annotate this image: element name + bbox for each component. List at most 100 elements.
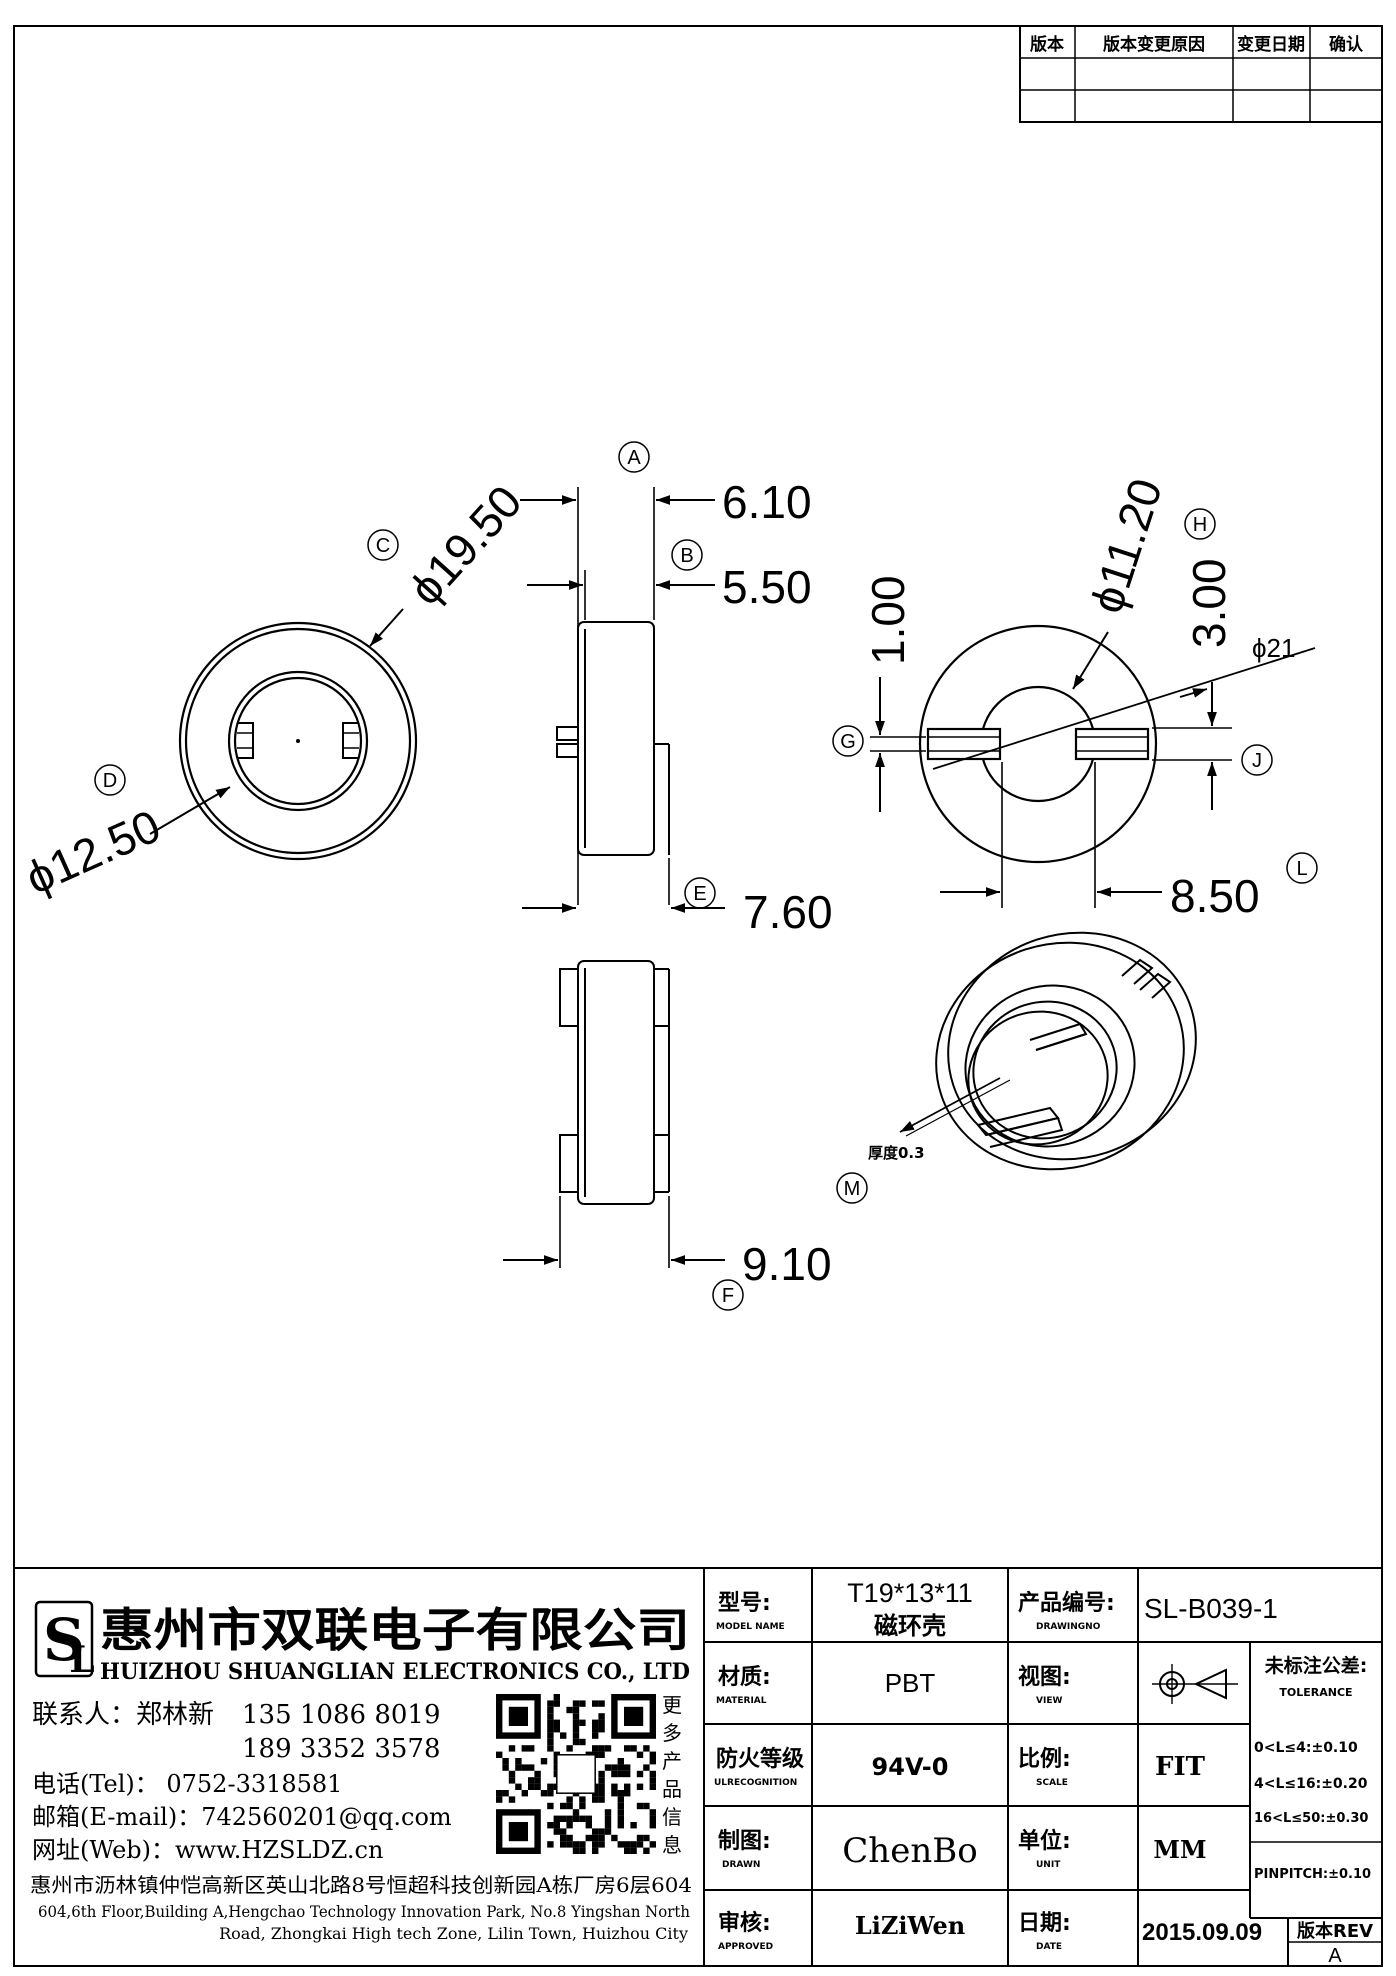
material-label: 材质:: [718, 1665, 771, 1690]
dim-d-value: ϕ12.50: [18, 799, 168, 904]
drawn-value: ChenBo: [842, 1831, 977, 1871]
dim-f-tag: F: [722, 1285, 734, 1307]
revision-table: 版本 版本变更原因 变更日期 确认: [1019, 25, 1383, 123]
dim-l-value: 8.50: [1170, 870, 1260, 922]
svg-text:息: 息: [662, 1833, 682, 1857]
bottom-view: [559, 960, 670, 1205]
fire-value: 94V-0: [872, 1753, 949, 1781]
drawing-no-value: SL-B039-1: [1144, 1593, 1278, 1624]
dim-m-tag: M: [844, 1178, 861, 1200]
company-address-en-2: Road, Zhongkai High tech Zone, Lilin Tow…: [219, 1924, 688, 1943]
model-label-en: MODEL NAME: [716, 1622, 785, 1632]
view-label-en: VIEW: [1036, 1696, 1062, 1706]
model-label: 型号:: [718, 1591, 771, 1616]
company-address-en-1: 604,6th Floor,Building A,Hengchao Techno…: [38, 1902, 690, 1921]
tolerance-row-4: PINPITCH:±0.10: [1254, 1867, 1371, 1882]
approved-value: LiZiWen: [855, 1911, 965, 1940]
dim-m-note: 厚度0.3: [868, 1144, 925, 1162]
scale-value: FIT: [1155, 1752, 1206, 1782]
dim-c: C ϕ19.50: [367, 475, 532, 615]
dim-l: 8.50 L: [940, 762, 1318, 922]
fire-label: 防火等级: [716, 1746, 804, 1772]
date-value: 2015.09.09: [1142, 1919, 1262, 1946]
view-label: 视图:: [1018, 1664, 1071, 1690]
projection-symbol-icon: [1152, 1664, 1238, 1704]
drawn-label: 制图:: [718, 1829, 771, 1854]
dim-e-value: 7.60: [743, 886, 833, 938]
fire-label-en: ULRECOGNITION: [714, 1778, 797, 1788]
title-block-frame: [13, 1567, 1383, 1967]
dim-j-value: 3.00: [1183, 558, 1235, 648]
front-view-ring: [178, 621, 418, 861]
svg-text:S: S: [43, 1606, 85, 1674]
approved-label-en: APPROVED: [718, 1942, 773, 1952]
dim-h-tag: H: [1193, 514, 1207, 536]
dim-g-value: 1.00: [862, 575, 914, 665]
material-label-en: MATERIAL: [716, 1696, 767, 1706]
dim-b: B 5.50: [527, 539, 812, 613]
company-logo: S L: [34, 1600, 95, 1681]
drawing-no-label-en: DRAWINGNO: [1036, 1622, 1101, 1632]
tolerance-row-2: 4<L≤16:±0.20: [1254, 1776, 1368, 1792]
company-phone-2: 189 3352 3578: [242, 1734, 441, 1764]
dim-b-tag: B: [680, 545, 693, 567]
rev-label: 版本REV: [1297, 1920, 1373, 1942]
unit-label: 单位:: [1018, 1828, 1071, 1854]
dim-e-tag: E: [693, 883, 706, 905]
rev-header-version: 版本: [1030, 34, 1064, 55]
date-label: 日期:: [1018, 1911, 1071, 1936]
dim-g: 1.00 G: [832, 575, 926, 812]
rev-value: A: [1328, 1945, 1342, 1967]
company-address-cn: 惠州市沥林镇仲恺高新区英山北路8号恒超科技创新园A栋厂房6层604: [30, 1873, 692, 1897]
side-view-extension-lines: [577, 487, 670, 905]
qr-side-text: 更 多 产 品 信 息: [662, 1693, 682, 1857]
dim-f: F 9.10: [503, 1196, 832, 1311]
rev-header-reason: 版本变更原因: [1103, 34, 1205, 55]
svg-text:更: 更: [662, 1693, 682, 1717]
date-label-en: DATE: [1036, 1942, 1062, 1952]
dim-j: 3.00 J: [1152, 558, 1273, 810]
model-value-2: 磁环壳: [874, 1612, 946, 1640]
dim-h-value: ϕ11.20: [1080, 472, 1172, 619]
tolerance-title-en: TOLERANCE: [1279, 1686, 1352, 1699]
dim-a: A 6.10: [520, 441, 812, 528]
tolerance-row-3: 16<L≤50:±0.30: [1254, 1811, 1368, 1826]
company-name-cn: 惠州市双联电子有限公司: [100, 1603, 690, 1657]
dim-j-tag: J: [1252, 750, 1262, 772]
side-view: [556, 621, 670, 856]
unit-value: MM: [1153, 1835, 1206, 1864]
company-contact: 联系人：郑林新: [32, 1700, 214, 1730]
dim-e: E 7.60: [522, 877, 833, 938]
dim-l-tag: L: [1296, 858, 1307, 880]
company-web: 网址(Web)：www.HZSLDZ.cn: [32, 1836, 383, 1864]
dim-phi21-value: ϕ21: [1252, 633, 1295, 663]
dim-b-value: 5.50: [722, 561, 812, 613]
company-name-en: HUIZHOU SHUANGLIAN ELECTRONICS CO., LTD: [100, 1659, 690, 1685]
approved-label: 审核:: [718, 1910, 771, 1936]
company-email: 邮箱(E-mail)：742560201@qq.com: [32, 1803, 452, 1831]
company-tel: 电话(Tel)： 0752-3318581: [32, 1770, 342, 1798]
svg-text:信: 信: [662, 1805, 682, 1829]
scale-label-en: SCALE: [1036, 1778, 1068, 1788]
dim-c-tag: C: [376, 535, 390, 557]
dim-c-value: ϕ19.50: [399, 475, 532, 614]
dim-d-leader: [149, 786, 231, 835]
dim-g-tag: G: [840, 731, 856, 753]
isometric-view: [935, 931, 1197, 1171]
top-view-ring: [918, 624, 1158, 864]
qr-code: [496, 1694, 656, 1854]
svg-text:L: L: [69, 1639, 94, 1681]
rev-header-confirm: 确认: [1329, 34, 1364, 55]
rev-header-date: 变更日期: [1237, 34, 1305, 55]
dim-d-tag: D: [103, 770, 117, 792]
scale-label: 比例:: [1018, 1747, 1071, 1772]
company-phone-1: 135 1086 8019: [242, 1700, 441, 1730]
svg-text:多: 多: [662, 1721, 682, 1745]
tolerance-title: 未标注公差:: [1264, 1654, 1368, 1677]
svg-text:品: 品: [662, 1777, 682, 1801]
dim-d: D ϕ12.50: [18, 764, 168, 904]
dim-c-leader: [369, 608, 404, 647]
dim-f-value: 9.10: [742, 1238, 832, 1290]
dim-a-value: 6.10: [722, 476, 812, 528]
